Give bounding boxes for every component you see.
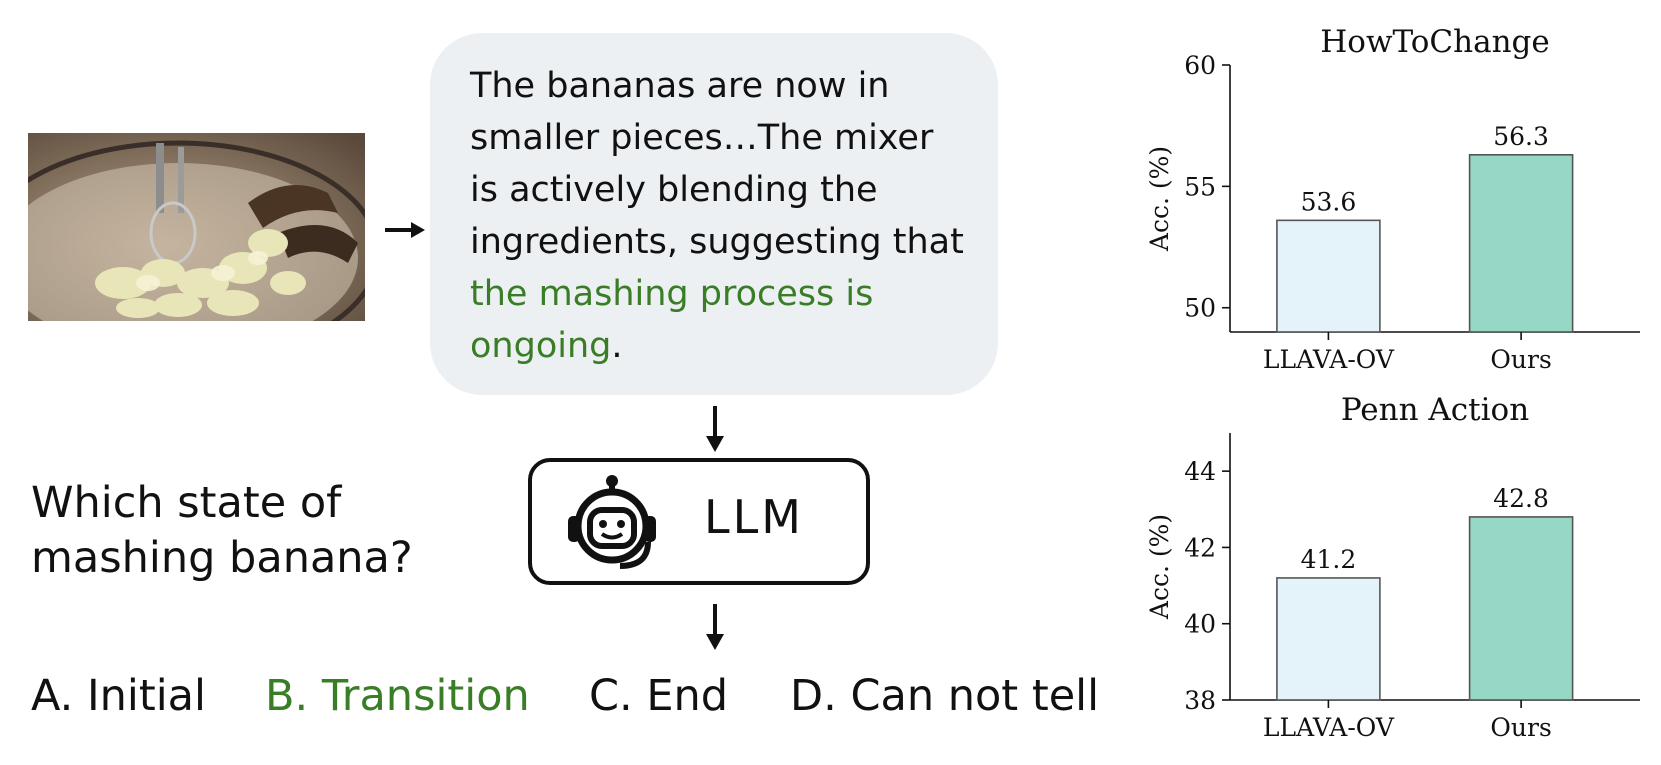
option-can-not-tell: D. Can not tell	[790, 671, 1100, 721]
x-tick-label: Ours	[1490, 345, 1551, 374]
bar	[1468, 154, 1574, 333]
x-tick-label: LLAVA-OV	[1263, 345, 1395, 374]
option-end: C. End	[589, 671, 729, 721]
y-tick-label: 44	[1184, 457, 1216, 486]
bar	[1276, 577, 1381, 701]
option-initial: A. Initial	[31, 671, 206, 721]
y-axis-label: Acc. (%)	[1145, 514, 1174, 620]
x-tick-label: LLAVA-OV	[1263, 713, 1395, 742]
bar-value-label: 53.6	[1301, 187, 1357, 216]
bar	[1468, 516, 1574, 701]
arrow-down-icon	[706, 604, 724, 650]
arrow-right-icon	[385, 222, 425, 238]
caption-highlight: the mashing process is ongoing	[470, 274, 874, 366]
llm-label: LLM	[704, 490, 804, 544]
caption-end: .	[611, 326, 623, 366]
y-tick-label: 55	[1184, 172, 1216, 201]
y-tick-label: 42	[1184, 533, 1216, 562]
chart-title: Penn Action	[1341, 392, 1529, 428]
arrow-down-icon	[706, 406, 724, 452]
bar	[1276, 219, 1381, 333]
y-tick-label: 60	[1184, 51, 1216, 80]
question-text: Which state of mashing banana?	[31, 478, 413, 583]
llm-box: LLM	[528, 458, 870, 585]
y-tick-label: 50	[1184, 294, 1216, 323]
video-frame-image	[28, 133, 365, 321]
y-tick-label: 38	[1184, 686, 1216, 715]
option-transition: B. Transition	[265, 671, 530, 721]
x-tick-label: Ours	[1490, 713, 1551, 742]
caption-bubble: The bananas are now in smaller pieces…Th…	[430, 33, 998, 395]
bar-value-label: 41.2	[1301, 545, 1357, 574]
y-axis-label: Acc. (%)	[1145, 146, 1174, 252]
y-tick-label: 40	[1184, 610, 1216, 639]
bar-value-label: 42.8	[1493, 484, 1549, 513]
robot-icon	[568, 475, 656, 569]
chart-title: HowToChange	[1320, 24, 1550, 60]
caption-text: The bananas are now in smaller pieces…Th…	[470, 66, 964, 262]
bar-value-label: 56.3	[1493, 122, 1549, 151]
